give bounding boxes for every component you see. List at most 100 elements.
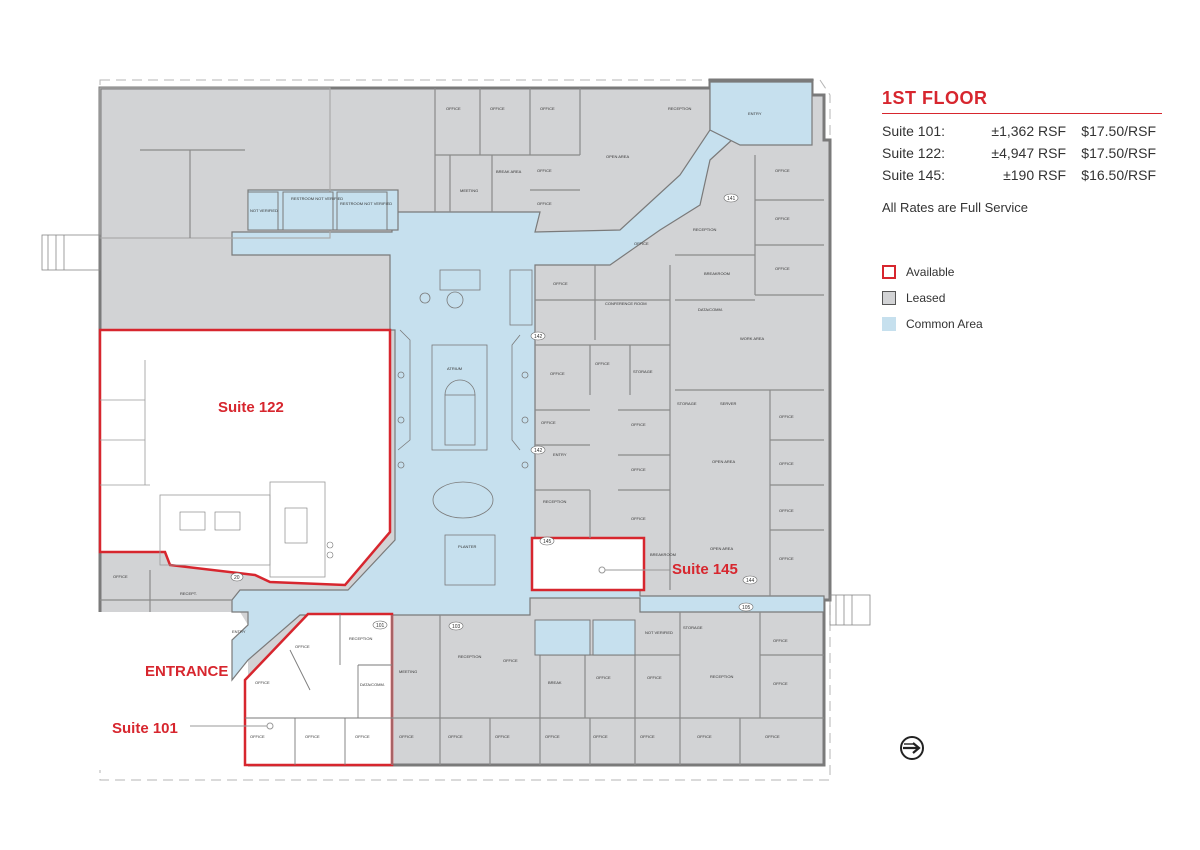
- room-label-office: OFFICE: [631, 467, 646, 472]
- north-arrow-icon: [900, 736, 924, 760]
- suite-122-label[interactable]: Suite 122: [218, 399, 284, 416]
- room-label-data-comm: DATA/COMM.: [360, 682, 385, 687]
- room-label-data-comm: DATA/COMM.: [698, 307, 723, 312]
- room-label-office: OFFICE: [495, 734, 510, 739]
- room-label-office: OFFICE: [697, 734, 712, 739]
- legend-label: Leased: [906, 291, 946, 305]
- room-label-office: OFFICE: [537, 201, 552, 206]
- suite-name: Suite 101:: [882, 123, 946, 139]
- leased-swatch-icon: [882, 291, 896, 305]
- room-label-entry: ENTRY: [553, 452, 567, 457]
- room-label-open-area: OPEN AREA: [710, 546, 733, 551]
- suite-122-area[interactable]: [98, 328, 392, 587]
- room-label-office: OFFICE: [550, 371, 565, 376]
- suite-number: 103: [452, 624, 461, 630]
- room-label-office: OFFICE: [553, 281, 568, 286]
- atrium-features: [397, 269, 533, 586]
- suite-101-label[interactable]: Suite 101: [112, 720, 178, 737]
- suite-number-tags: 142 142 141 144 145 105 101 103 20: [230, 193, 758, 631]
- entrance-label: ENTRANCE: [145, 663, 228, 680]
- room-labels: OFFICE OFFICE OFFICE RECEPTION ENTRY OPE…: [113, 106, 794, 739]
- room-label-reception: RECEPTION: [458, 654, 481, 659]
- suite-row: Suite 122: ±4,947 RSF $17.50/RSF: [882, 142, 1162, 164]
- room-label-office: OFFICE: [779, 508, 794, 513]
- room-label-office: OFFICE: [113, 574, 128, 579]
- room-label-office: OFFICE: [540, 106, 555, 111]
- room-label-office: OFFICE: [634, 241, 649, 246]
- room-label-open-area: OPEN AREA: [606, 154, 629, 159]
- room-label-reception: RECEPTION: [349, 636, 372, 641]
- exterior-area: [90, 612, 248, 770]
- suite-name: Suite 122:: [882, 145, 946, 161]
- room-label-office: OFFICE: [545, 734, 560, 739]
- suite-area: ±1,362 RSF: [991, 123, 1066, 139]
- room-label-reception: RECEPTION: [543, 499, 566, 504]
- suite-145-area[interactable]: [530, 536, 670, 592]
- room-label-reception: RECEPTION: [668, 106, 691, 111]
- suite-row: Suite 145: ±190 RSF $16.50/RSF: [882, 164, 1162, 186]
- room-label-office: OFFICE: [448, 734, 463, 739]
- room-label-break-area: BREAK AREA: [496, 169, 522, 174]
- room-label-storage: STORAGE: [633, 369, 653, 374]
- room-label-reception: RECEPTION: [693, 227, 716, 232]
- room-label-office: OFFICE: [255, 680, 270, 685]
- room-label-office: OFFICE: [775, 216, 790, 221]
- suite-number: 142: [534, 448, 543, 454]
- legend-label: Available: [906, 265, 955, 279]
- legend-item-available: Available: [882, 259, 1162, 285]
- room-label-office: OFFICE: [779, 556, 794, 561]
- suite-number: 105: [742, 605, 751, 611]
- room-label-office: OFFICE: [537, 168, 552, 173]
- legend-label: Common Area: [906, 317, 983, 331]
- room-label-office: OFFICE: [593, 734, 608, 739]
- room-label-entry: ENTRY: [748, 111, 762, 116]
- room-label-conference: CONFERENCE ROOM: [605, 301, 647, 306]
- room-label-entry: ENTRY: [232, 629, 246, 634]
- exterior-stairs: [41, 234, 871, 626]
- room-label-office: OFFICE: [503, 658, 518, 663]
- room-label-restroom: RESTROOM NOT VERIFIED: [291, 196, 343, 201]
- room-label-break: BREAK: [548, 680, 562, 685]
- rates-note: All Rates are Full Service: [882, 200, 1028, 215]
- room-label-meeting: MEETING: [399, 669, 417, 674]
- room-label-storage: STORAGE: [677, 401, 697, 406]
- room-label-office: OFFICE: [631, 516, 646, 521]
- room-label-office: OFFICE: [631, 422, 646, 427]
- floor-title: 1ST FLOOR: [882, 88, 1162, 114]
- suite-145-label[interactable]: Suite 145: [672, 561, 738, 578]
- map-legend: Available Leased Common Area: [882, 259, 1162, 337]
- room-label-restroom: RESTROOM NOT VERIFIED: [340, 201, 392, 206]
- legend-item-common-area: Common Area: [882, 311, 1162, 337]
- room-label-office: OFFICE: [295, 644, 310, 649]
- interior-walls: [99, 87, 824, 765]
- room-label-planter: PLANTER: [458, 544, 477, 549]
- suite-pricing-table: Suite 101: ±1,362 RSF $17.50/RSF Suite 1…: [882, 120, 1162, 186]
- suite-row: Suite 101: ±1,362 RSF $17.50/RSF: [882, 120, 1162, 142]
- room-label-office: OFFICE: [640, 734, 655, 739]
- restrooms: [247, 191, 636, 656]
- room-label-office: OFFICE: [446, 106, 461, 111]
- room-label-office: OFFICE: [595, 361, 610, 366]
- room-label-not-verified: NOT VERIFIED: [645, 630, 673, 635]
- suite-area: ±190 RSF: [1003, 167, 1066, 183]
- room-label-office: OFFICE: [355, 734, 370, 739]
- room-label-work-area: WORK AREA: [740, 336, 765, 341]
- room-label-office: OFFICE: [773, 638, 788, 643]
- site-boundary: [99, 79, 831, 781]
- common-area-swatch-icon: [882, 317, 896, 331]
- suite-number: 141: [727, 196, 736, 202]
- suite-rate: $17.50/RSF: [1081, 145, 1156, 161]
- room-label-office: OFFICE: [305, 734, 320, 739]
- room-label-reception: RECEPTION: [710, 674, 733, 679]
- room-label-meeting: MEETING: [460, 188, 478, 193]
- suite-number: 145: [543, 539, 552, 545]
- suite-area: ±4,947 RSF: [991, 145, 1066, 161]
- suite-rate: $16.50/RSF: [1081, 167, 1156, 183]
- room-label-office: OFFICE: [250, 734, 265, 739]
- room-label-atrium: ATRIUM: [447, 366, 462, 371]
- room-label-office: OFFICE: [596, 675, 611, 680]
- suite-number: 101: [376, 623, 385, 629]
- room-label-office: OFFICE: [490, 106, 505, 111]
- room-label-office: OFFICE: [779, 414, 794, 419]
